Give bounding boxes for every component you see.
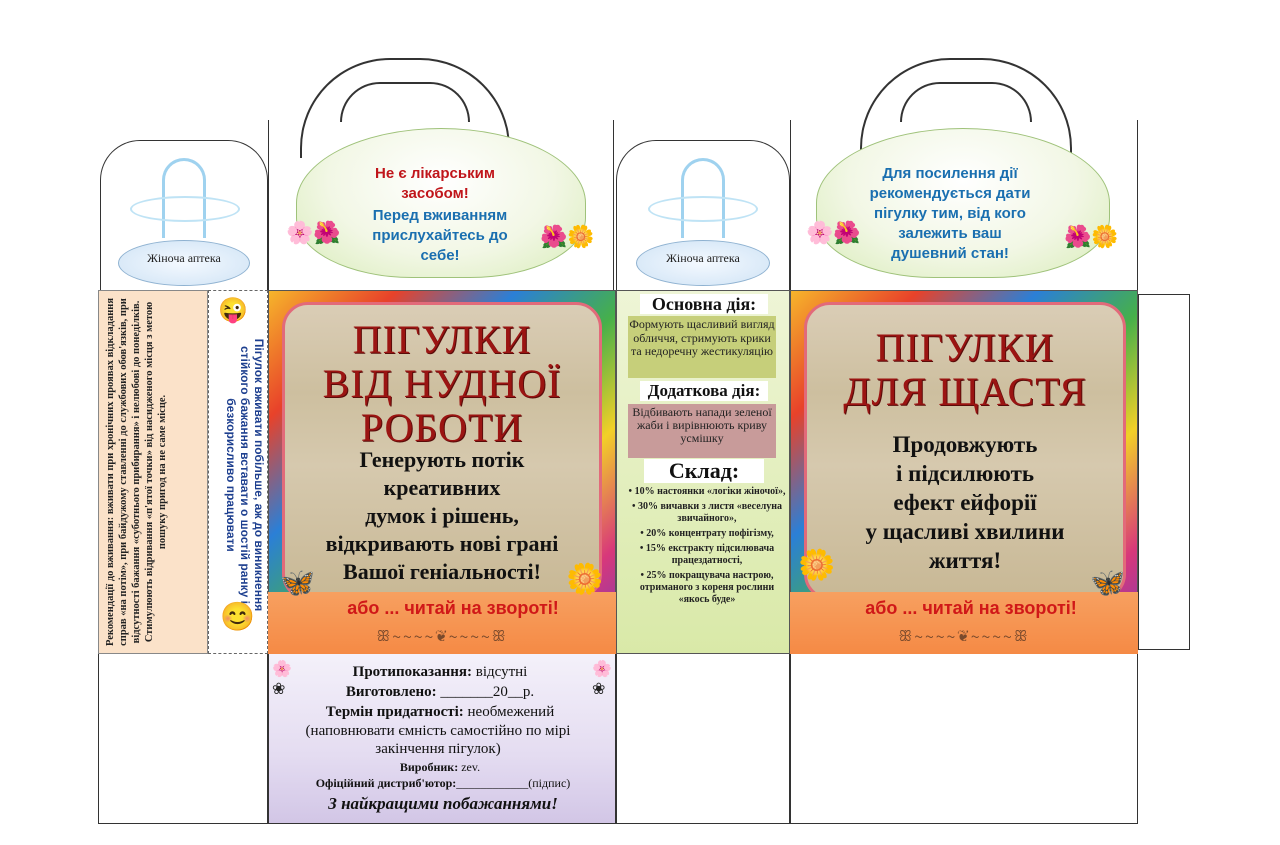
front-left-sub-line4: відкривають нові грані xyxy=(325,531,559,556)
contraindications-line: Протипоказання: відсутні xyxy=(290,664,590,681)
front-right-flourish: ꕥ∼∼∼∼❦∼∼∼∼ꕥ xyxy=(898,629,1030,645)
front-left-sub-line1: Генерують потік xyxy=(359,447,525,472)
side-strip xyxy=(208,290,268,654)
composition-item: • 25% покращувача настрою, отриманого з … xyxy=(639,570,775,605)
distributor-value: ____________(підпис) xyxy=(456,776,571,790)
bottom-flowers-right: 🌸❀ xyxy=(592,661,612,698)
front-right-sub-line5: життя! xyxy=(928,548,1002,573)
made-line: Виготовлено: _______20__р. xyxy=(290,684,590,701)
right-lid-panel xyxy=(816,128,1110,278)
left-flap-label: Жіноча аптека xyxy=(147,251,221,265)
left-lid-flowers-right: 🌺🌼 xyxy=(540,224,595,249)
right-lid-flowers-left: 🌸🌺 xyxy=(806,220,861,245)
front-right-subtitle: Продовжують і підсилюють ефект ейфорії у… xyxy=(804,430,1126,575)
front-left-sub-line5: Вашої геніальності! xyxy=(343,559,541,584)
producer-label: Виробник: xyxy=(399,760,459,774)
bottom-label-panel xyxy=(268,654,616,824)
middle-flap-swirl xyxy=(648,196,758,222)
contraindications-value: відсутні xyxy=(475,664,528,680)
front-left-tagline: або ... читай на звороті! xyxy=(347,598,559,618)
front-left-title-line3: РОБОТИ xyxy=(360,405,524,450)
front-right-title-line1: ПІГУЛКИ xyxy=(875,325,1055,370)
composition-item: • 15% екстракту підсилювача працездатнос… xyxy=(639,543,775,566)
right-side-flap xyxy=(1138,294,1190,650)
front-right-title: ПІГУЛКИ ДЛЯ ЩАСТЯ xyxy=(804,326,1126,414)
front-right-sub-line2: і підсилюють xyxy=(895,461,1035,486)
front-right-title-line2: ДЛЯ ЩАСТЯ xyxy=(843,369,1087,414)
left-lid-panel xyxy=(296,128,586,278)
left-lid-line1: Не є лікарським засобом! xyxy=(375,165,495,202)
front-right-band: або ... читай на звороті! ꕥ∼∼∼∼❦∼∼∼∼ꕥ xyxy=(790,592,1138,654)
front-left-title-line2: ВІД НУДНОЇ xyxy=(322,361,562,406)
composition-list: • 10% настоянки «логіки жіночої», • 30% … xyxy=(620,486,790,606)
front-left-subtitle: Генерують потік креативних думок і рішен… xyxy=(282,446,602,586)
producer-line: Виробник: zev. xyxy=(290,760,590,775)
flower-smiley-icon: 🌼 xyxy=(566,563,604,596)
composition-item: • 20% концентрату пофігізму, xyxy=(640,528,774,539)
left-lid-line2: Перед вживанням прислухайтесь до себе! xyxy=(372,207,508,264)
right-lid-text: Для посилення дії рекомендується дати пі… xyxy=(869,165,1031,262)
main-action-header: Основна дія: xyxy=(640,294,768,314)
bottom-middle-flap xyxy=(616,654,790,824)
right-lid-flowers-right: 🌺🌼 xyxy=(1064,224,1119,249)
composition-header: Склад: xyxy=(644,459,764,483)
bottom-right-panel xyxy=(790,654,1138,824)
right-handle-inner xyxy=(900,82,1032,122)
composition-item: • 10% настоянки «логіки жіночої», xyxy=(628,486,786,497)
smiley-icon-bottom: 😊 xyxy=(220,602,255,633)
shelf-value: необмежений xyxy=(467,704,555,720)
front-left-title-line1: ПІГУЛКИ xyxy=(352,317,532,362)
front-left-flourish: ꕥ∼∼∼∼❦∼∼∼∼ꕥ xyxy=(376,629,508,645)
front-left-sub-line2: креативних xyxy=(383,475,501,500)
left-handle-inner xyxy=(340,82,470,122)
front-left-band: або ... читай на звороті! ꕥ∼∼∼∼❦∼∼∼∼ꕥ xyxy=(268,592,616,654)
producer-value: zev. xyxy=(461,760,481,774)
middle-flap-oval-label: Жіноча аптека xyxy=(636,240,770,286)
right-lid-outline xyxy=(790,120,1138,292)
main-action-text: Формують щасливий вигляд обличчя, стриму… xyxy=(628,316,776,378)
smiley-icon-top: 😜 xyxy=(218,298,248,324)
bottom-left-flap xyxy=(98,654,268,824)
butterfly-icon-right: 🦋 xyxy=(1090,568,1125,599)
distributor-line: Офіційний дистриб'ютор:____________(підп… xyxy=(280,776,606,791)
made-label: Виготовлено: xyxy=(345,684,437,700)
front-right-wood-sign xyxy=(804,302,1126,600)
extra-action-header: Додаткова дія: xyxy=(640,381,768,401)
side-strip-text: Пігулок вживати побільше, аж до виникнен… xyxy=(224,338,266,612)
left-lid-flowers-left: 🌸🌺 xyxy=(286,220,341,245)
extra-action-text: Відбивають напади зеленої жаби і вирівню… xyxy=(628,404,776,458)
shelf-label: Термін придатності: xyxy=(325,704,464,720)
made-value: _______20__р. xyxy=(440,684,535,700)
front-left-title: ПІГУЛКИ ВІД НУДНОЇ РОБОТИ xyxy=(282,318,602,450)
best-wishes: З найкращими побажаннями! xyxy=(328,794,558,813)
recommendations-text: Рекомендації до вживання: вживати при хр… xyxy=(105,298,168,646)
front-right-tagline: або ... читай на звороті! xyxy=(865,598,1077,618)
shelf-life-line: Термін придатності: необмежений xyxy=(280,704,600,721)
contraindications-label: Протипоказання: xyxy=(352,664,472,680)
front-right-sub-line3: ефект ейфорії xyxy=(893,490,1037,515)
left-flap-swirl xyxy=(130,196,240,222)
middle-flap-label: Жіноча аптека xyxy=(666,251,740,265)
distributor-label: Офіційний дистриб'ютор: xyxy=(315,776,457,790)
left-side-panel xyxy=(98,290,208,654)
butterfly-icon-left: 🦋 xyxy=(280,568,315,599)
composition-item: • 30% вичавки з листя «веселуна звичайно… xyxy=(631,501,783,524)
front-right-sub-line4: у щасливі хвилини xyxy=(865,519,1065,544)
bottom-flowers-left: 🌸❀ xyxy=(272,661,292,698)
refill-note: (наповнювати ємність самостійно по мірі … xyxy=(305,723,571,757)
front-left-sub-line3: думок і рішень, xyxy=(365,503,519,528)
flower-smiley-icon-right: 🌼 xyxy=(798,549,836,582)
front-right-sub-line1: Продовжують xyxy=(892,432,1038,457)
left-lid-outline xyxy=(268,120,614,292)
left-flap-oval-label: Жіноча аптека xyxy=(118,240,250,286)
